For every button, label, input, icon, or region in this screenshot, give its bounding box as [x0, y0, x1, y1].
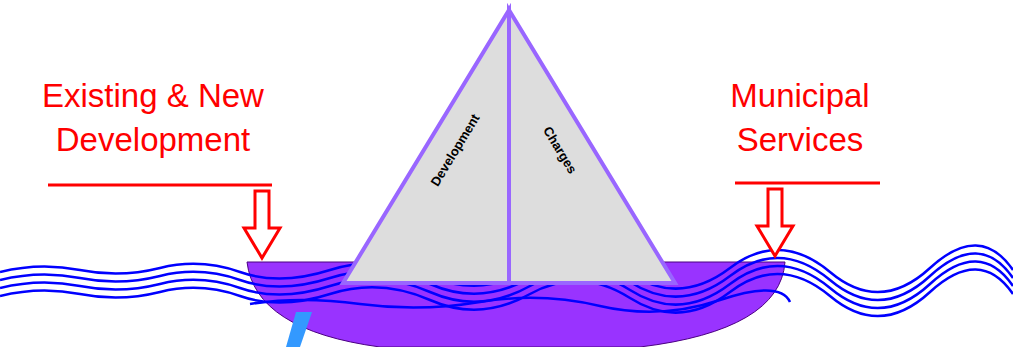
sail-shape: [343, 10, 509, 283]
keel-mark: [286, 312, 312, 347]
red-label: Municipal Services: [690, 74, 910, 162]
red-label: Existing & New Development: [22, 74, 284, 162]
sail-left: Development: [343, 10, 509, 283]
sail-right: Charges: [509, 10, 675, 283]
down-arrow: [244, 191, 280, 258]
sail-shape: [509, 10, 675, 283]
label-underline: [48, 184, 272, 187]
down-arrow: [757, 189, 793, 256]
label-underline: [735, 182, 880, 185]
